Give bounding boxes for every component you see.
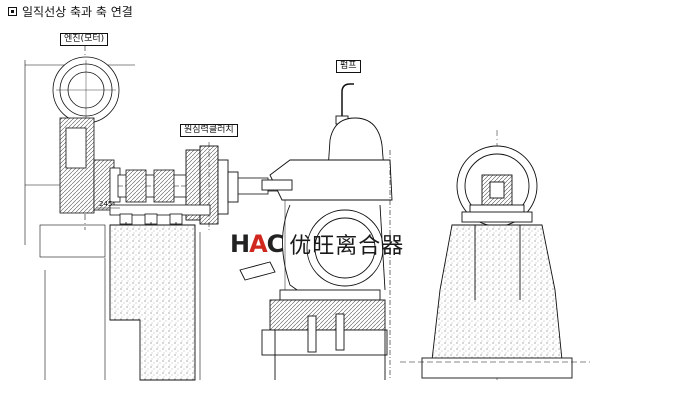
centrifugal-clutch	[185, 142, 239, 230]
clutch-label: 원심력클러치	[180, 124, 238, 137]
pump	[239, 83, 393, 380]
brand-name: 优旺离合器	[289, 234, 405, 259]
engine-label: 엔진(모터)	[60, 33, 109, 46]
section-title: 일직선상 축과 축 연결	[22, 5, 133, 19]
brand-logo: HAC	[230, 230, 284, 258]
square-bullet-icon	[8, 7, 17, 16]
motor	[52, 56, 121, 214]
watermark: HAC 优旺离合器	[230, 228, 404, 260]
dimension-text: 245	[99, 200, 112, 208]
foundation-left	[39, 224, 201, 381]
side-view-right	[400, 130, 590, 380]
section-header: 일직선상 축과 축 연결	[8, 3, 133, 20]
pump-label: 펌프	[336, 60, 361, 73]
